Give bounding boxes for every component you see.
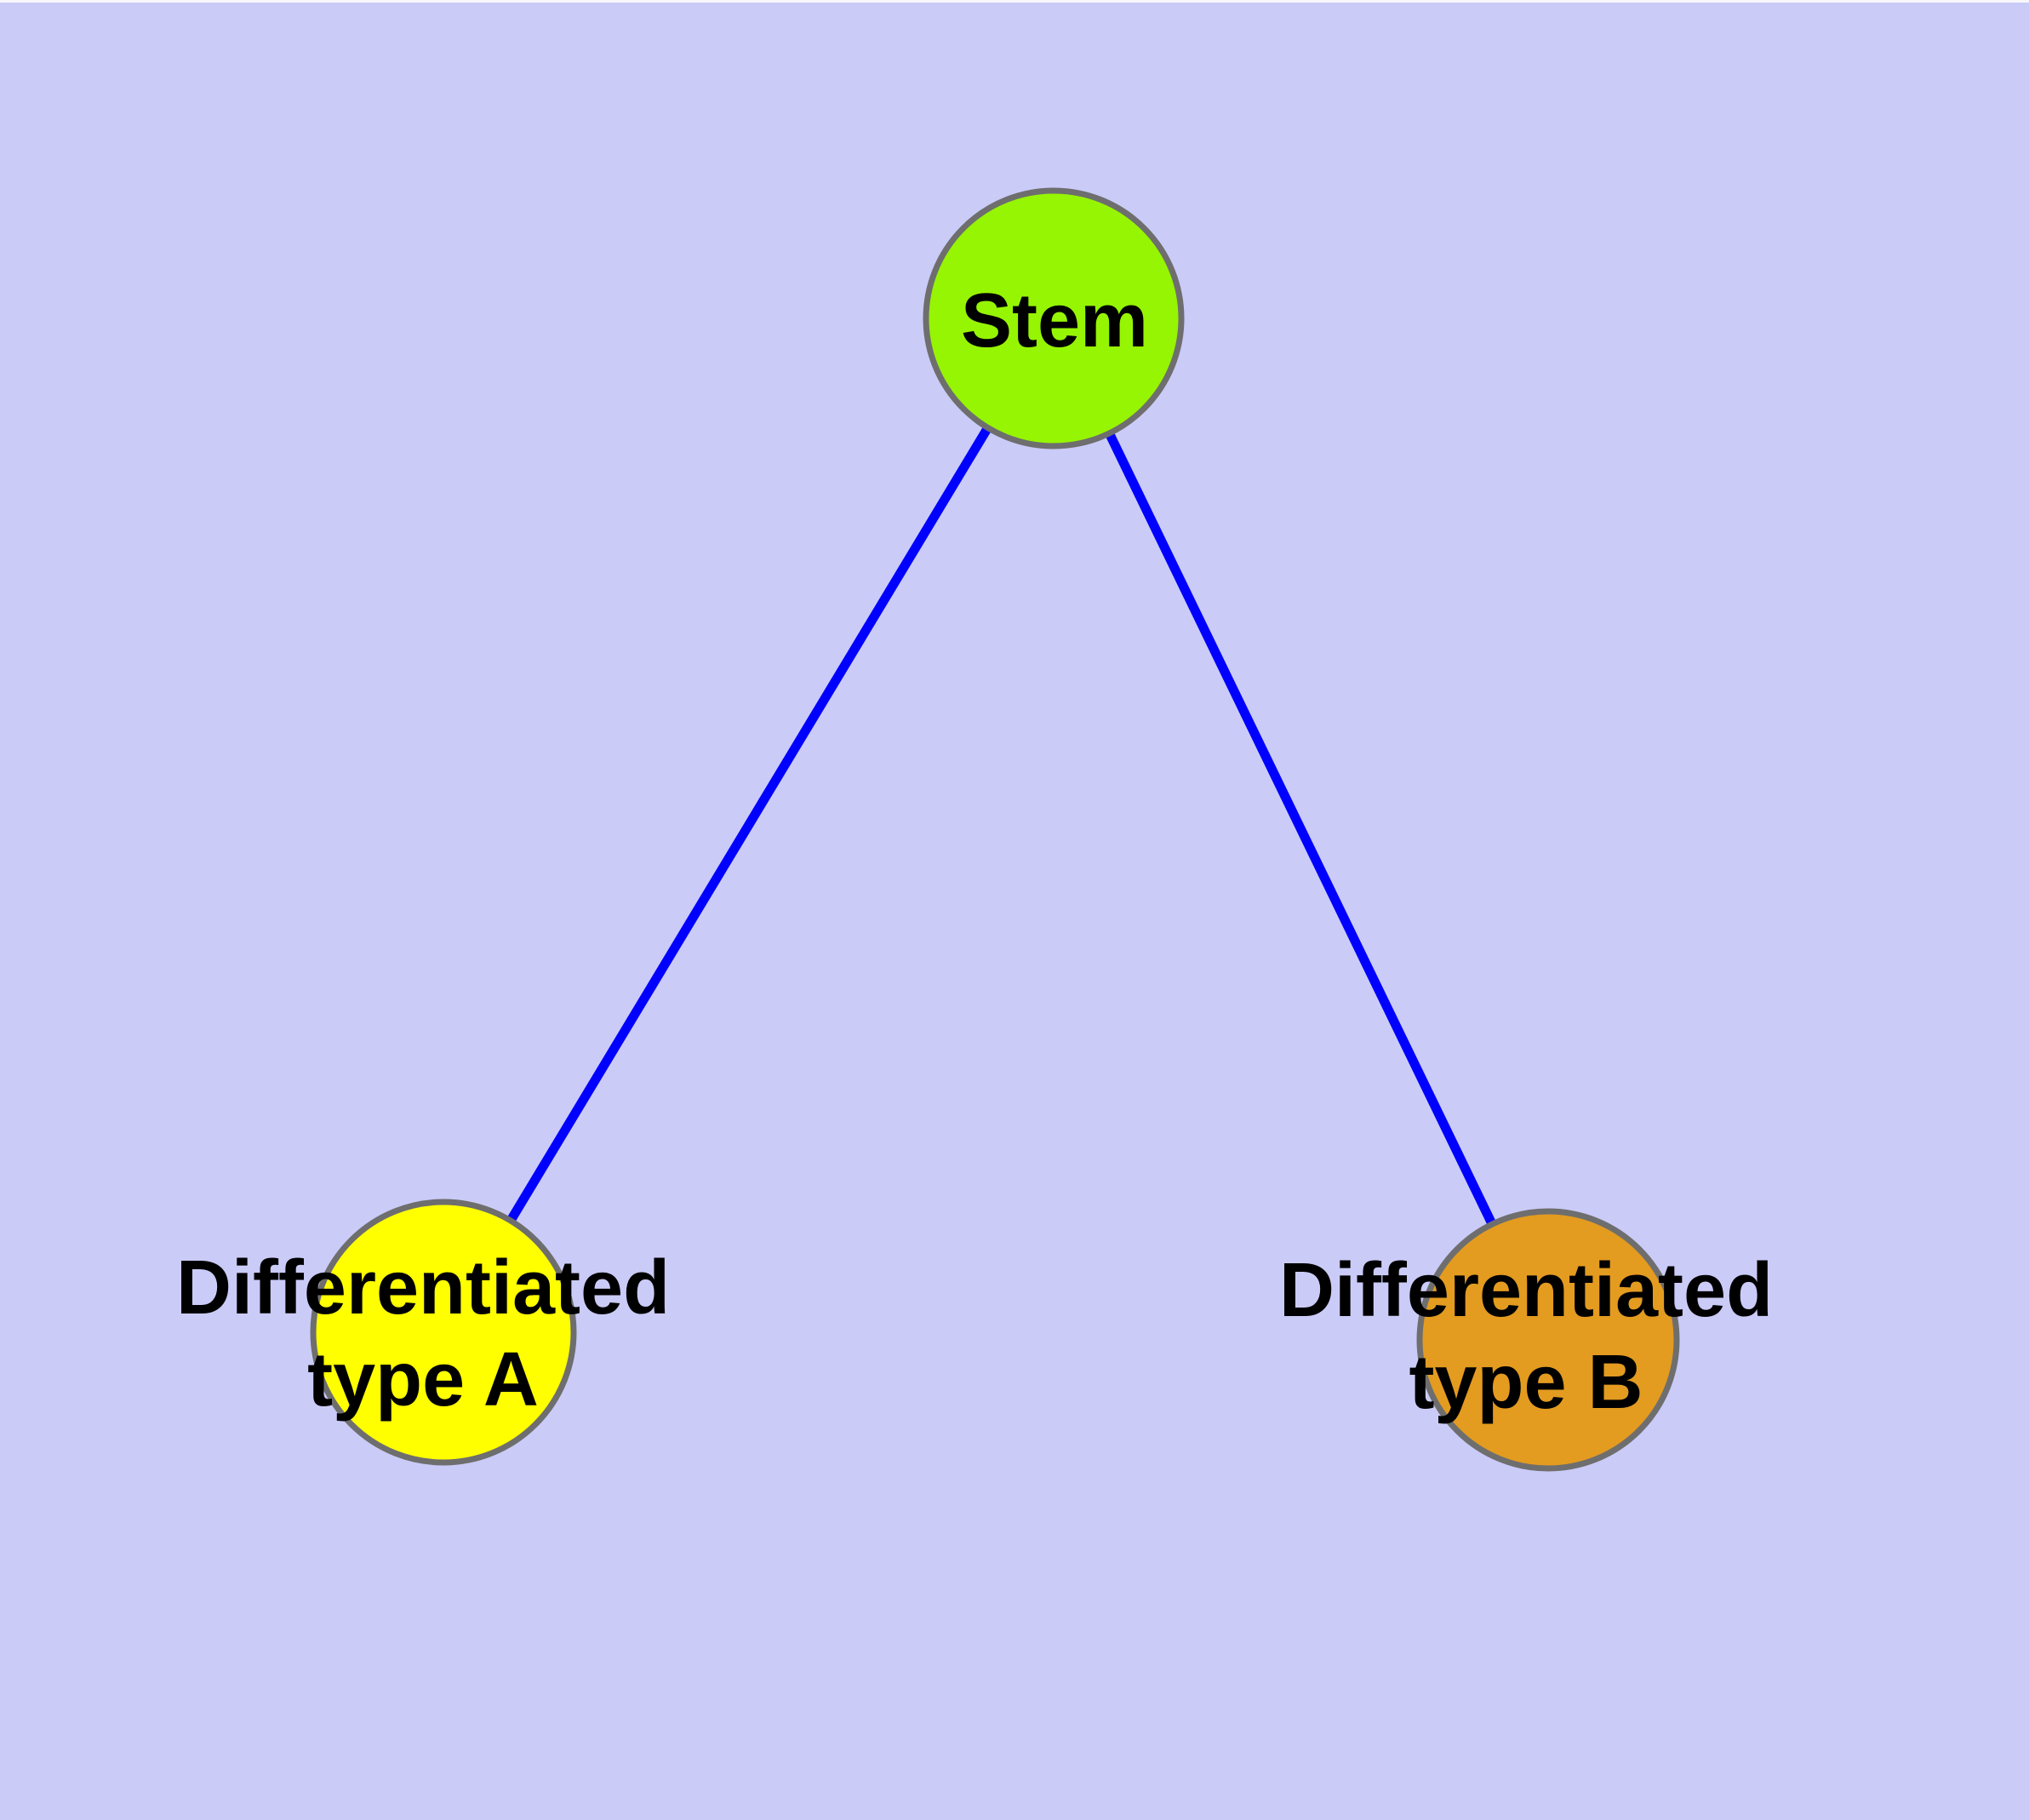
edge-stem-to-type-b: [1049, 316, 1552, 1342]
node-stem-circle: [923, 187, 1185, 449]
edge-stem-to-type-a: [439, 316, 1058, 1335]
window-top-edge: [0, 0, 2029, 3]
node-type-b-circle: [1416, 1208, 1680, 1472]
node-type-a-circle: [310, 1199, 577, 1466]
